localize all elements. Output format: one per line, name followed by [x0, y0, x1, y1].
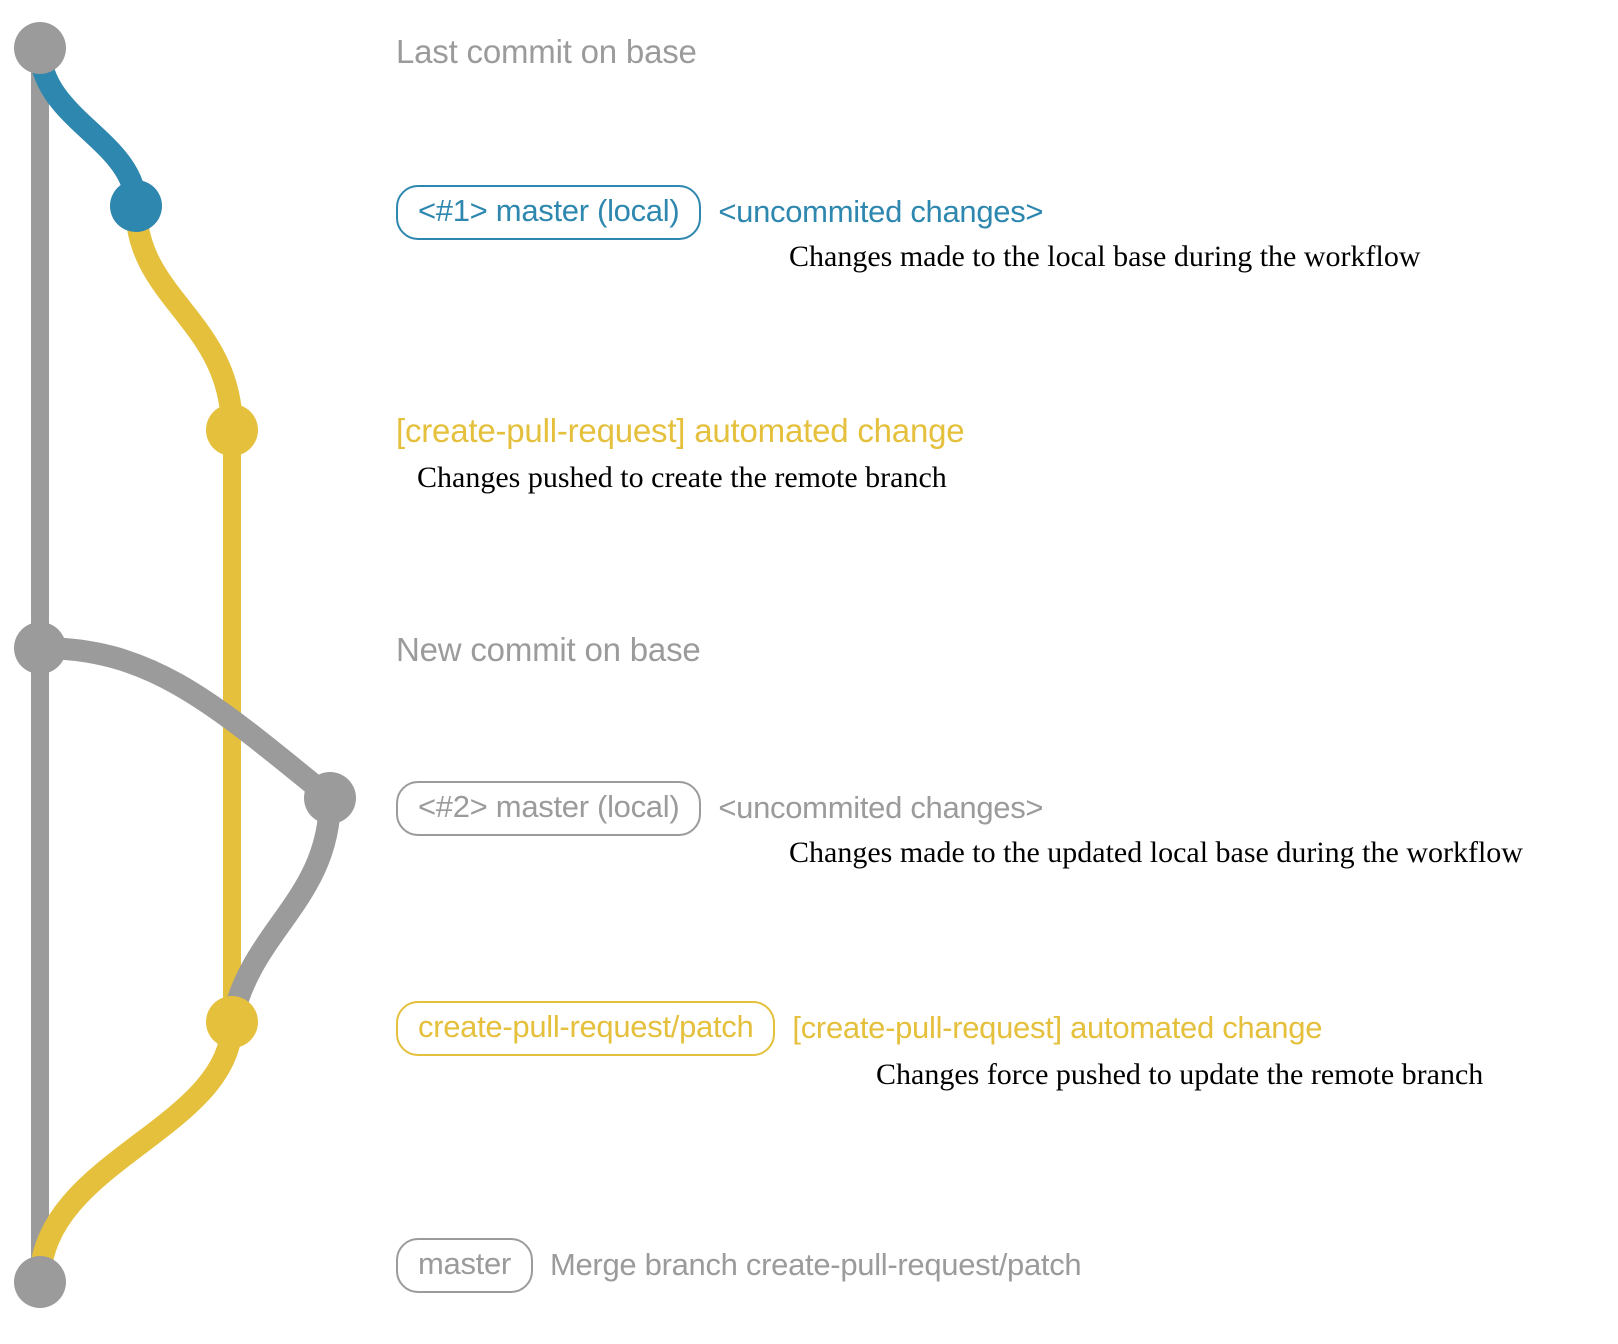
local-branch-line-gray [29, 637, 341, 809]
node-master-merge[interactable] [14, 1256, 66, 1308]
patch-merge-line [29, 1011, 243, 1293]
desc-master-local-1: Changes made to the local base during th… [789, 240, 1421, 273]
local-branch-line-blue [29, 37, 147, 217]
node-new-commit-base[interactable] [14, 622, 66, 674]
automated-change-1-label: [create-pull-request] automated change [396, 412, 965, 449]
git-graph [14, 22, 356, 1308]
new-commit-on-base-label: New commit on base [396, 631, 701, 668]
row-master-local-2: <#2> master (local) <uncommited changes> [396, 781, 1044, 836]
node-last-commit-base[interactable] [14, 22, 66, 74]
row-last-commit-on-base: Last commit on base [396, 33, 697, 71]
node-automated-change-1[interactable] [206, 404, 258, 456]
desc-master-local-2: Changes made to the updated local base d… [789, 836, 1523, 869]
badge-master-local-2[interactable]: <#2> master (local) [396, 781, 702, 836]
badge-master-local-1[interactable]: <#1> master (local) [396, 185, 702, 240]
master-local-1-label: <uncommited changes> [718, 194, 1044, 230]
master-merge-label: Merge branch create-pull-request/patch [549, 1247, 1082, 1283]
row-automated-change-1: [create-pull-request] automated change [396, 412, 965, 450]
create-pull-request-patch-label: [create-pull-request] automated change [792, 1010, 1323, 1046]
badge-create-pull-request-patch[interactable]: create-pull-request/patch [396, 1001, 776, 1056]
node-create-pull-request-patch[interactable] [206, 996, 258, 1048]
desc-create-pull-request-patch: Changes force pushed to update the remot… [876, 1058, 1484, 1091]
node-master-local-2[interactable] [304, 772, 356, 824]
master-local-2-label: <uncommited changes> [718, 790, 1044, 826]
row-new-commit-on-base: New commit on base [396, 631, 701, 669]
node-master-local-1[interactable] [110, 180, 162, 232]
local-to-patch-line [221, 787, 341, 1033]
row-master-merge: master Merge branch create-pull-request/… [396, 1238, 1082, 1293]
desc-automated-change-1: Changes pushed to create the remote bran… [417, 461, 947, 494]
badge-master-merge[interactable]: master [396, 1238, 533, 1293]
last-commit-on-base-label: Last commit on base [396, 33, 697, 70]
patch-branch-line-upper [125, 195, 243, 441]
row-create-pull-request-patch: create-pull-request/patch [create-pull-r… [396, 1001, 1322, 1056]
row-master-local-1: <#1> master (local) <uncommited changes> [396, 185, 1044, 240]
